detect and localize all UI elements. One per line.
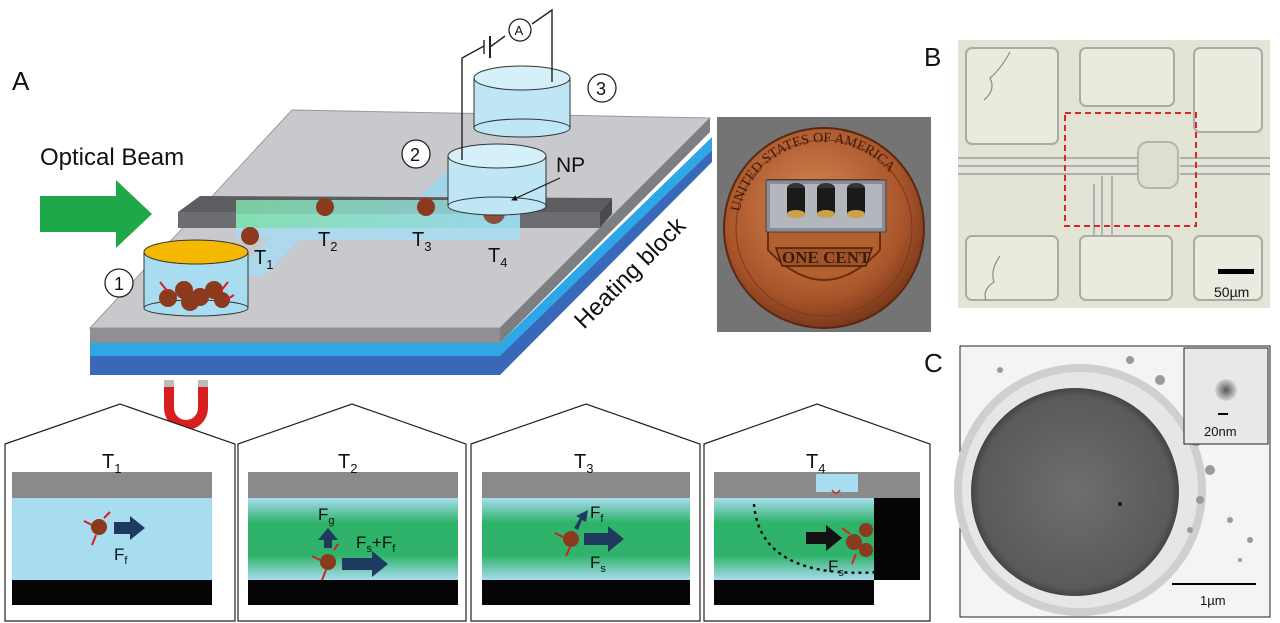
reservoir-1-number: 1	[114, 274, 124, 294]
pos-label-t1: T1	[254, 247, 273, 272]
np-pointer	[511, 177, 561, 201]
coin-bottom-text: ONE CENT	[782, 248, 871, 267]
inset-t1: T1 Ff	[4, 403, 236, 622]
chip-on-coin-photo: UNITED STATES OF AMERICA ONE CENT	[717, 117, 931, 332]
svg-text:T1: T1	[102, 451, 121, 476]
pos-label-t4: T4	[488, 245, 507, 270]
svg-text:T4: T4	[806, 451, 825, 476]
svg-text:Fg: Fg	[318, 505, 335, 527]
reservoir-1-marker	[104, 268, 134, 298]
scalebar-c-inset-label: 20nm	[1204, 424, 1237, 439]
inset-t4: T4 Fs	[703, 403, 931, 622]
svg-text:T3: T3	[412, 229, 431, 254]
svg-text:T1: T1	[254, 247, 273, 272]
panel-label-b: B	[924, 42, 941, 72]
svg-text:Ff: Ff	[114, 545, 128, 567]
optical-beam-arrow	[40, 180, 152, 248]
optical-beam-label: Optical Beam	[40, 144, 184, 171]
np-label: NP	[556, 154, 585, 177]
scalebar-c-label: 1µm	[1200, 593, 1226, 608]
particle-t1	[241, 227, 259, 245]
reservoir-2-marker	[401, 139, 431, 169]
ammeter-label: A	[515, 23, 524, 38]
chip-side-edge	[500, 118, 710, 343]
svg-text:T2: T2	[318, 229, 337, 254]
pos-label-t2: T2	[318, 229, 337, 254]
microchannel	[232, 214, 520, 276]
inset-t2: T2 Fg Fs+Ff	[237, 403, 467, 622]
svg-text:T4: T4	[488, 245, 507, 270]
ammeter-icon	[508, 18, 532, 42]
svg-text:Ff: Ff	[590, 503, 604, 525]
svg-text:Fs+Ff: Fs+Ff	[356, 533, 396, 555]
reservoir-3-marker	[587, 73, 617, 103]
pos-label-t3: T3	[412, 229, 431, 254]
chip-wells	[787, 183, 865, 218]
panel-label-c: C	[924, 348, 943, 378]
cover-block-side	[600, 198, 612, 228]
reservoir-2-number: 2	[410, 145, 420, 165]
particle-t2	[316, 198, 334, 216]
panel-c-tem: C 20nm 1µm	[924, 345, 1271, 618]
magnet-icon	[164, 380, 208, 430]
reservoir-3	[473, 65, 571, 138]
electrical-circuit	[461, 8, 553, 160]
reservoir-2	[447, 143, 547, 216]
reservoir-3-number: 3	[596, 79, 606, 99]
region-of-interest-box	[1064, 112, 1197, 227]
panel-b-micrograph: B 50µm	[924, 40, 1270, 308]
reservoir-1	[143, 239, 249, 317]
svg-text:T2: T2	[338, 451, 357, 476]
svg-text:Fs: Fs	[828, 557, 844, 579]
svg-text:T3: T3	[574, 451, 593, 476]
chip-front-edge	[90, 328, 500, 343]
panel-label-a: A	[12, 66, 30, 96]
inset-t3: T3 Ff Fs	[470, 403, 701, 622]
panel-a-schematic: A T1 T2 T3 T4	[12, 8, 712, 430]
svg-text:Fs: Fs	[590, 553, 606, 575]
particle-t3	[417, 198, 435, 216]
scalebar-b-label: 50µm	[1214, 284, 1249, 300]
